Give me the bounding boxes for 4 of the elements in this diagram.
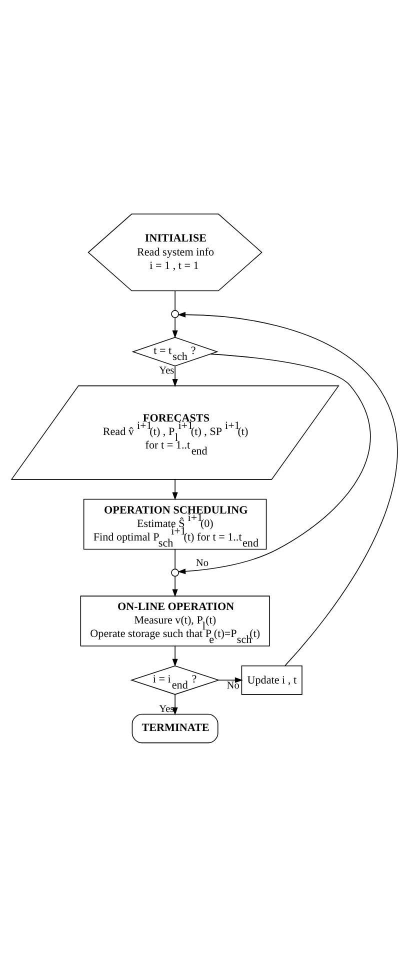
edge-label: Yes [159,364,174,376]
edge-label: No [196,558,209,569]
edge-label: Yes [159,704,174,715]
edge-label: No [226,680,240,691]
